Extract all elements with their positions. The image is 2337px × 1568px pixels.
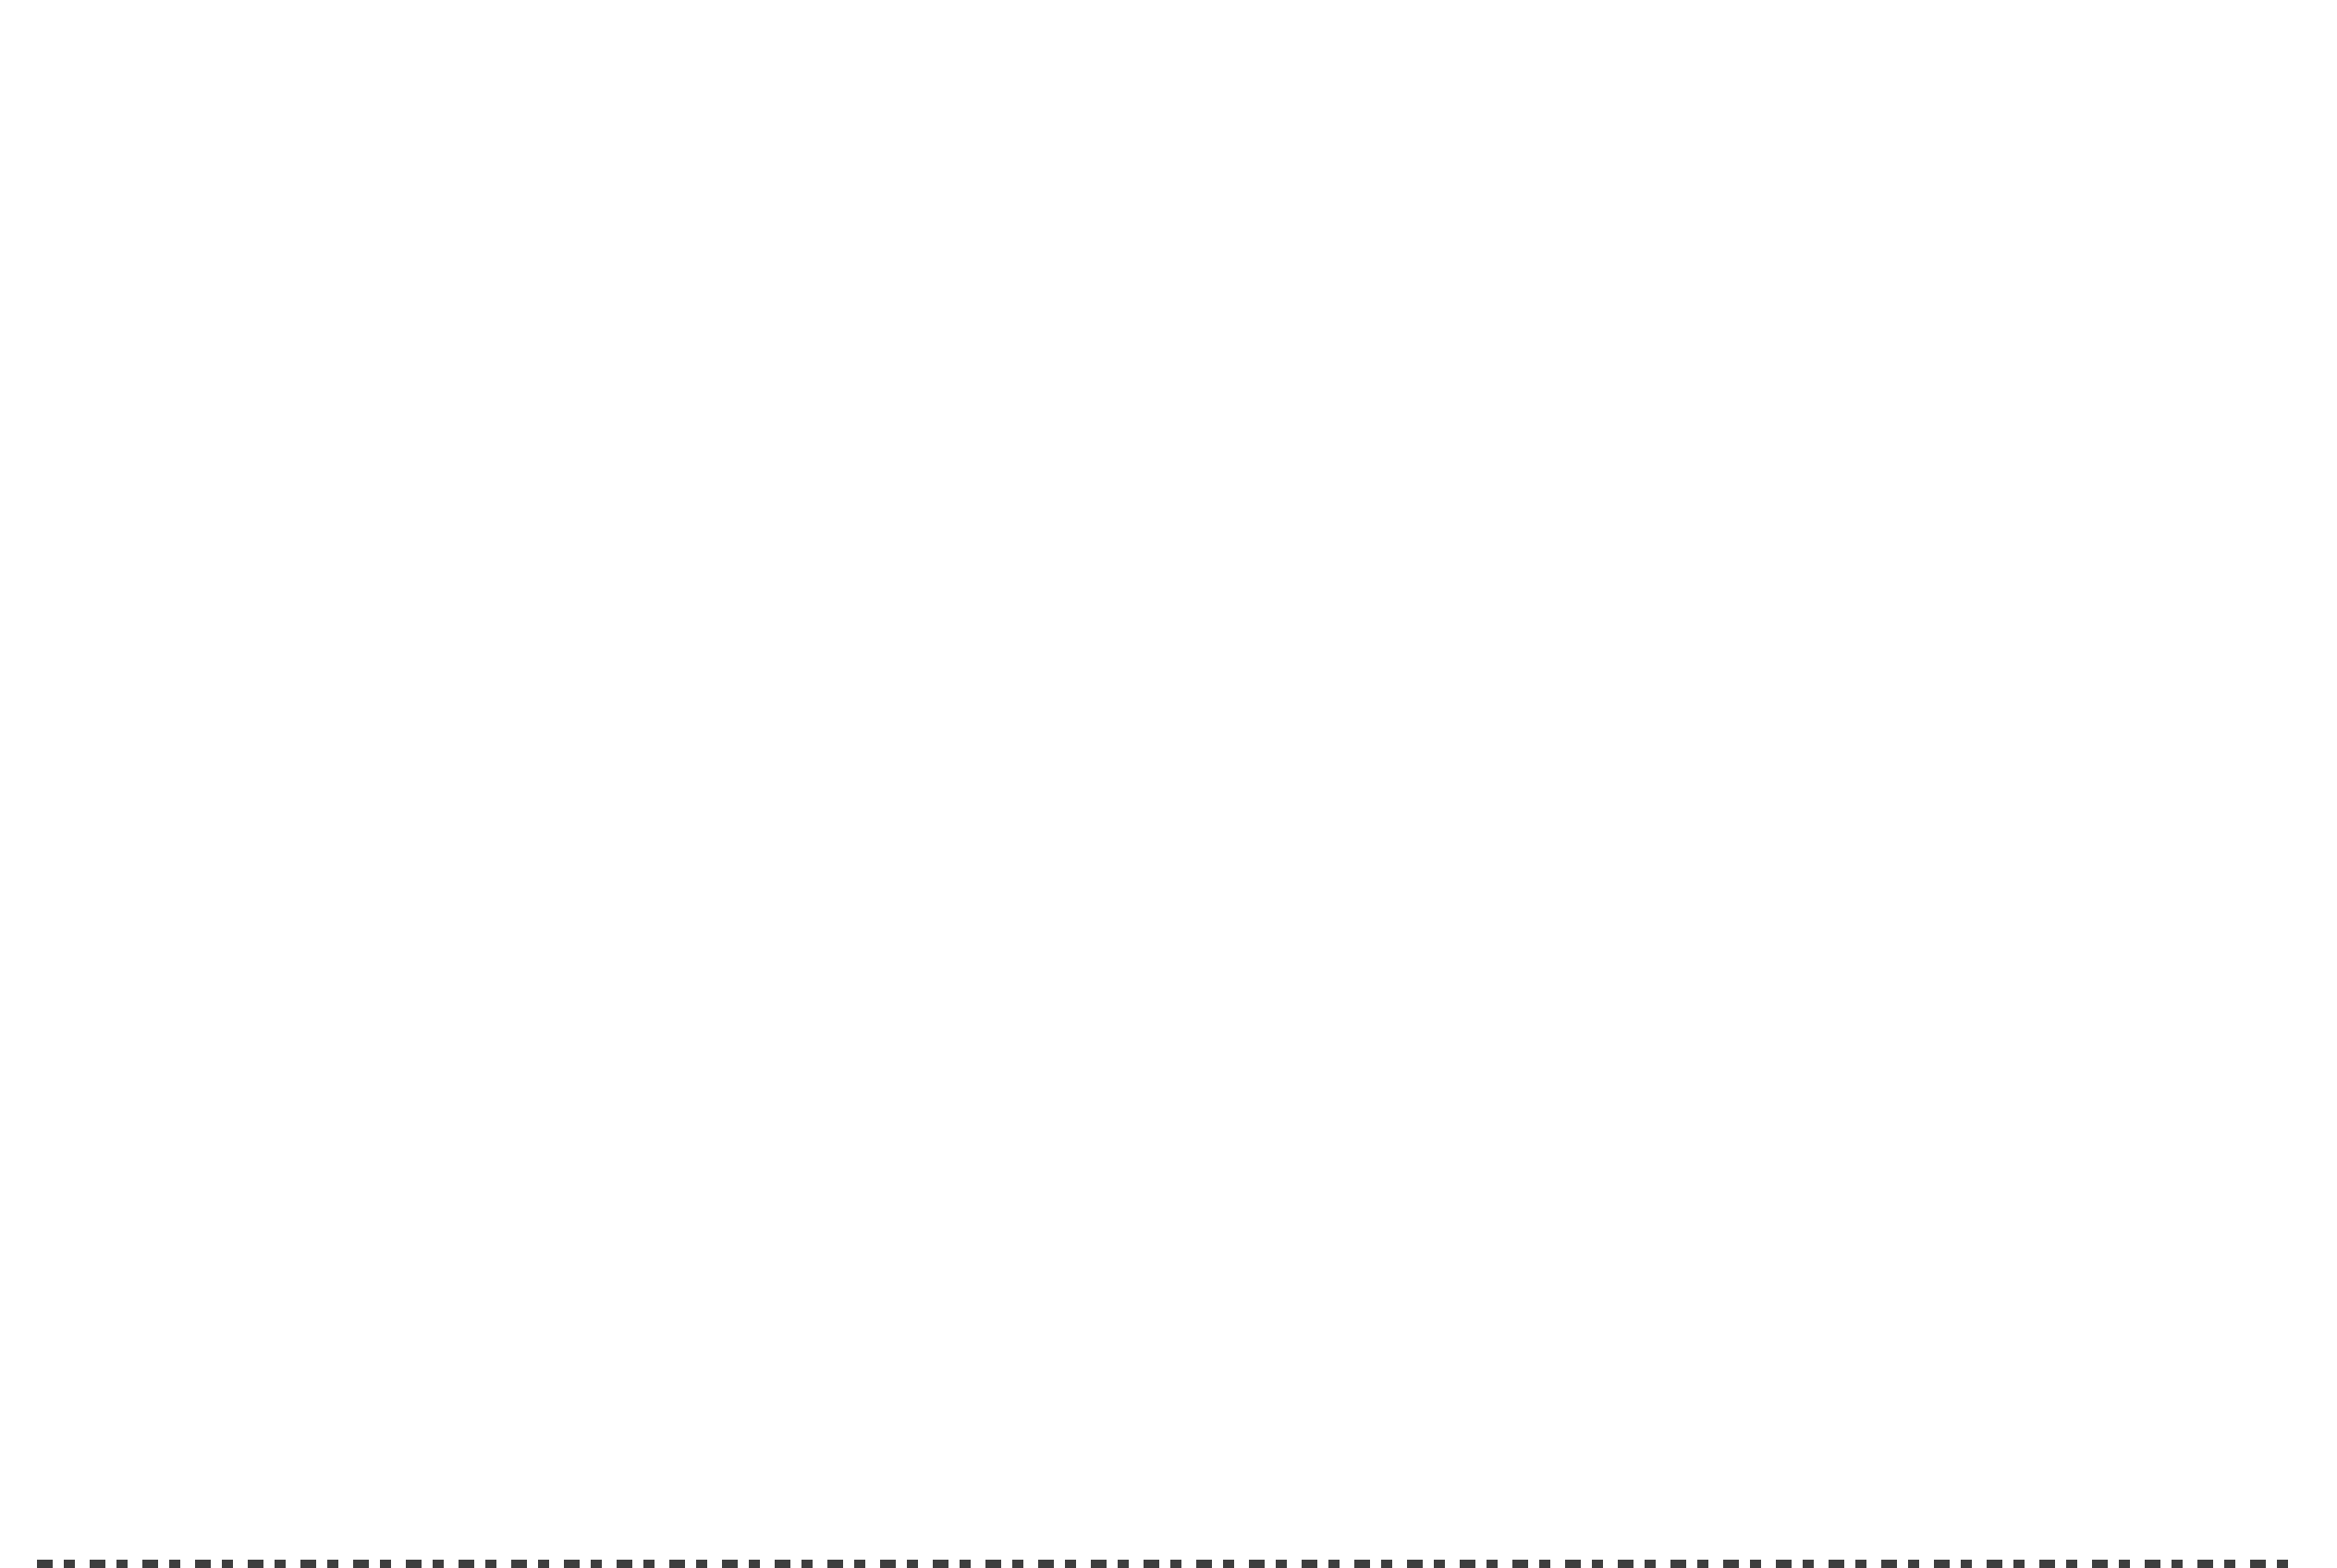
- cropped-caption-strip: [37, 1560, 2300, 1568]
